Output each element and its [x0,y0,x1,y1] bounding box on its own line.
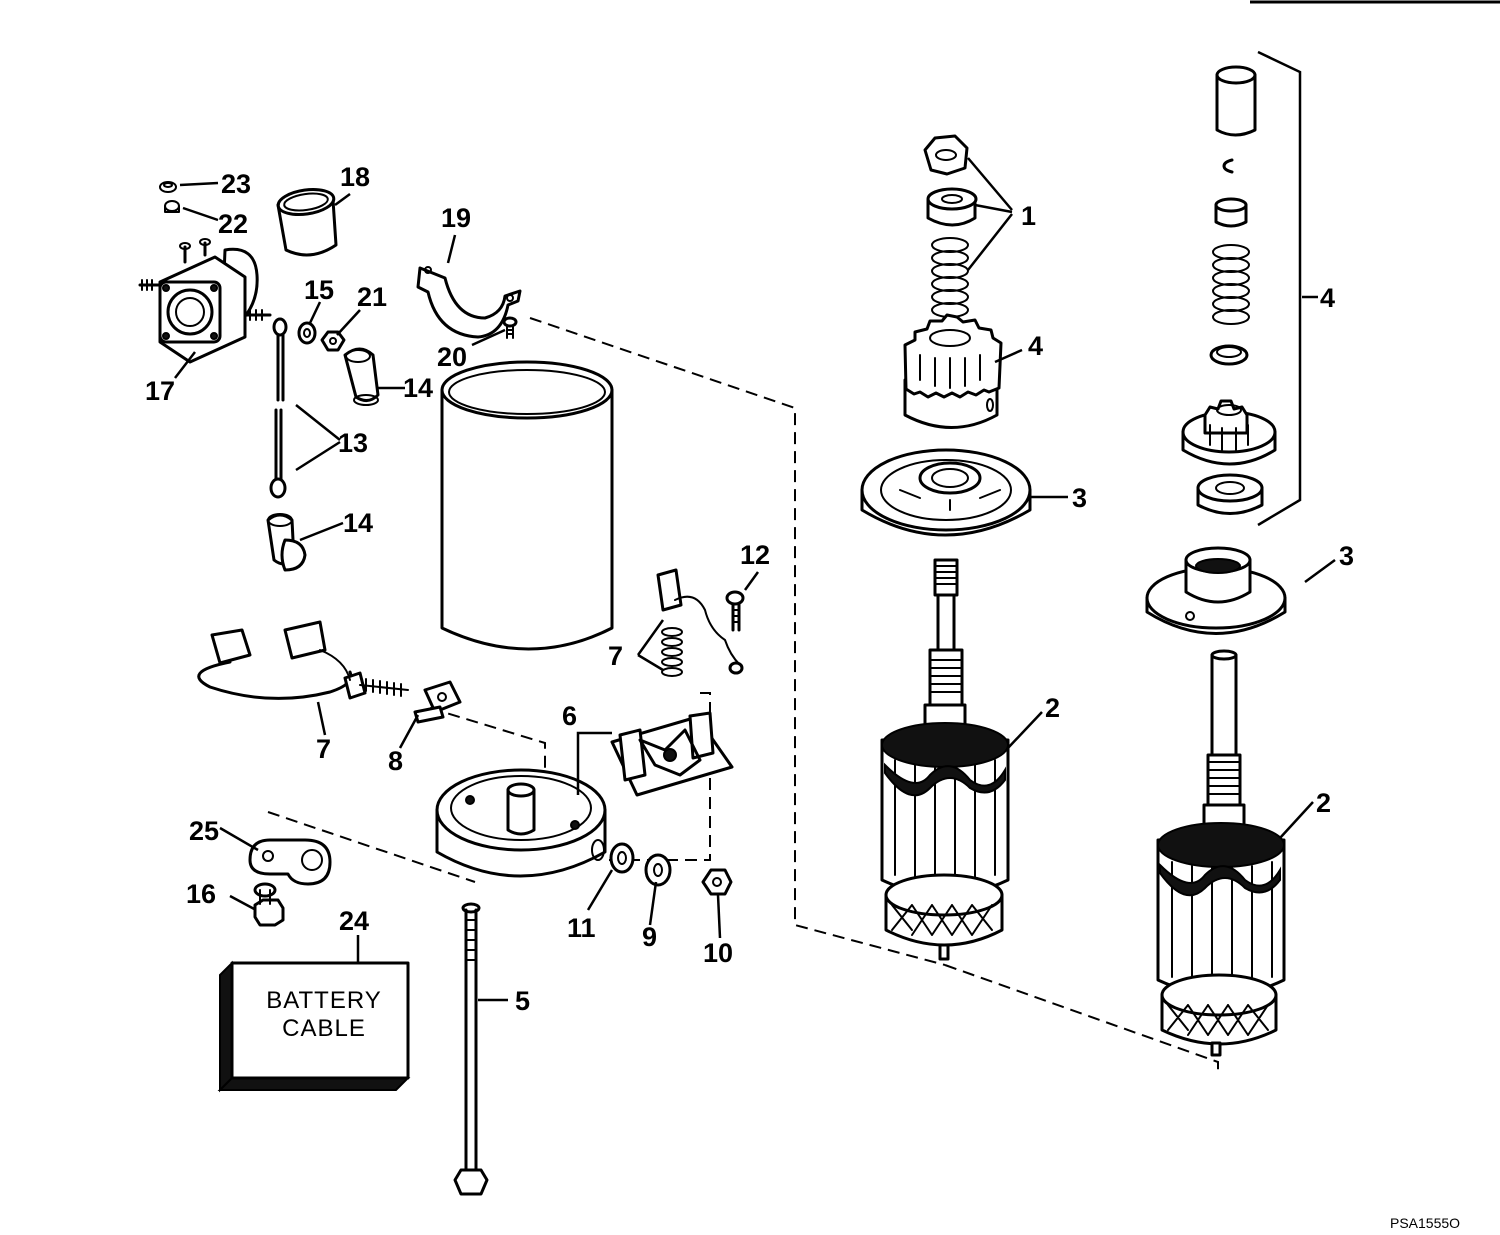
washer-part-11 [609,842,635,874]
label-13: 13 [338,428,368,458]
label-15: 15 [304,275,334,305]
bracket-part-19 [416,266,522,339]
label-14b: 14 [343,508,373,538]
thrust-plate-part-3-left [860,448,1032,537]
brush-set-part-7-left [197,620,409,700]
armature-part-2-right [1156,649,1286,1057]
label-23: 23 [221,169,251,199]
leader-lines [174,157,1336,1002]
label-16: 16 [186,879,216,909]
drive-kit-part-1-left [923,134,978,318]
label-9: 9 [642,922,657,952]
label-7a: 7 [316,734,331,764]
brush-holder-part-6 [610,711,734,797]
washer-part-15 [297,321,317,345]
kit-bracket-part-4 [1257,50,1302,527]
through-bolt-part-5 [453,902,489,1196]
cable-part-13 [269,317,288,499]
brush-spring-part-7-right [656,568,744,677]
label-17: 17 [145,376,175,406]
label-10: 10 [703,938,733,968]
label-3b: 3 [1339,541,1354,571]
label-19: 19 [441,203,471,233]
label-24: 24 [339,906,369,936]
screw-part-20 [502,316,518,339]
drive-kit-part-4-right [1181,65,1277,515]
boot-part-14-upper [343,347,380,406]
sleeve-part-18 [276,187,338,257]
thrust-plate-part-3-right [1145,546,1287,635]
label-14a: 14 [403,373,433,403]
solenoid-part-17 [138,238,272,364]
armature-part-2-left [880,558,1010,961]
nut-part-22 [164,200,180,213]
label-3a: 3 [1072,483,1087,513]
screw-part-12 [725,590,745,632]
label-2b: 2 [1316,788,1331,818]
label-7b: 7 [608,641,623,671]
label-4b: 4 [1320,283,1335,313]
terminal-part-8 [413,680,462,724]
label-5: 5 [515,986,530,1016]
label-22: 22 [218,209,248,239]
label-21: 21 [357,282,387,312]
label-11: 11 [567,913,596,943]
drawing-reference: PSA1555O [1390,1215,1460,1230]
label-8: 8 [388,746,403,776]
label-12: 12 [740,540,770,570]
label-6: 6 [562,701,577,731]
label-25: 25 [189,816,219,846]
washer-part-9 [644,853,672,887]
nut-part-21 [320,330,346,352]
battery-label-line1: BATTERY [266,987,381,1014]
label-4a: 4 [1028,331,1043,361]
label-1: 1 [1021,201,1036,231]
screw-part-16 [253,882,285,927]
label-18: 18 [340,162,370,192]
battery-cable-box-part-24: BATTERY CABLE [217,960,411,1093]
label-20: 20 [437,342,467,372]
end-cap-housing [435,768,607,878]
part-number-labels: 1 2 2 3 3 4 4 5 6 7 7 8 9 10 11 12 13 14… [145,162,1354,1016]
battery-label-line2: CABLE [282,1015,366,1042]
starter-frame-housing [440,360,614,651]
clamp-part-25 [248,838,332,886]
nut-part-10 [701,868,733,896]
washer-part-23 [159,181,177,193]
pinion-gear-part-4-left [903,313,1003,429]
label-2a: 2 [1045,693,1060,723]
boot-part-14-lower [266,513,307,572]
assembly-guide-lines [267,317,1219,1072]
